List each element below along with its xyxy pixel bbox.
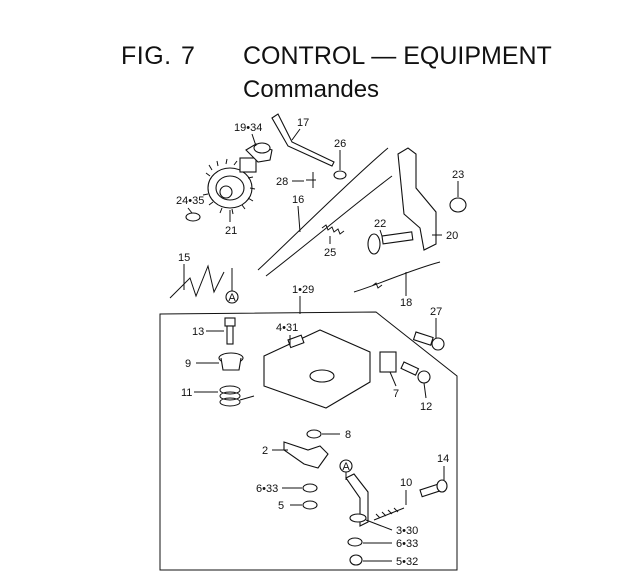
bracket-part-20: [397, 147, 437, 251]
washer-part-24: [185, 212, 201, 222]
washer-part-26: [333, 170, 347, 180]
callout-6-33-lower: 6•33: [396, 538, 418, 550]
rod-part-16: [257, 147, 393, 277]
washer-part-6: [302, 483, 318, 493]
washer-part-5: [302, 500, 318, 510]
callout-7: 7: [393, 388, 399, 400]
figure-label: FIG.: [121, 42, 172, 70]
callout-12: 12: [420, 401, 432, 413]
figure-subtitle: Commandes: [243, 76, 380, 103]
lever-part-17: [271, 113, 335, 167]
figure-number: 7: [181, 42, 195, 70]
bolt-part-27: [412, 331, 445, 351]
callout-10: 10: [400, 477, 412, 489]
callout-11: 11: [181, 387, 192, 399]
reference-marker-a-upper-text: A: [228, 292, 236, 304]
callout-23: 23: [452, 169, 464, 181]
bolt-part-22: [367, 231, 414, 255]
lever-part-2: [283, 441, 329, 469]
callout-24-35: 24•35: [176, 195, 204, 207]
washer-part-6-lower: [347, 537, 363, 547]
figure-header: FIG. 7 CONTROL — EQUIPMENT Commandes: [0, 0, 626, 110]
callout-19-34: 19•34: [234, 122, 262, 134]
callout-26: 26: [334, 138, 346, 150]
spring-part-10: [373, 507, 405, 521]
figure-title: CONTROL — EQUIPMENT: [243, 42, 552, 70]
pin-part-28: [306, 172, 316, 188]
callout-8: 8: [345, 429, 351, 441]
washer-part-8: [306, 429, 322, 439]
link-part-3: [345, 473, 369, 527]
nut-part-23: [449, 197, 467, 213]
callout-5-32: 5•32: [396, 556, 418, 568]
bolt-part-13: [224, 317, 236, 345]
leader-lines: [183, 128, 459, 562]
callout-3-30: 3•30: [396, 525, 418, 537]
callout-20: 20: [446, 230, 458, 242]
callout-18: 18: [400, 297, 412, 309]
spring-wire-part-18: [353, 261, 441, 293]
wire-part-15: [169, 264, 225, 299]
callout-4-31: 4•31: [276, 322, 298, 334]
reference-marker-a-upper: A: [225, 290, 239, 304]
callout-22: 22: [374, 218, 386, 230]
callout-5: 5: [278, 500, 284, 512]
callout-6-33-upper: 6•33: [256, 483, 278, 495]
callout-25: 25: [324, 247, 336, 259]
callout-9: 9: [185, 358, 191, 370]
callout-2: 2: [262, 445, 268, 457]
callout-17: 17: [297, 117, 309, 129]
callout-14: 14: [437, 453, 449, 465]
spring-part-11: [219, 385, 255, 407]
reference-marker-a-lower-text: A: [342, 461, 350, 473]
callout-15: 15: [178, 252, 190, 264]
assembly-outline: [159, 311, 458, 571]
callout-1-29: 1•29: [292, 284, 314, 296]
callout-21: 21: [225, 225, 237, 237]
bracket-part-19: [245, 142, 273, 163]
part-callouts: 19•34 17 26 28 24•35 21 16 23 22 20 25 1…: [176, 117, 464, 568]
nut-part-5-lower: [349, 554, 363, 566]
knob-part-9: [218, 352, 244, 371]
bolt-part-14: [419, 479, 448, 498]
plate-part-4: [263, 329, 371, 409]
callout-13: 13: [192, 326, 204, 338]
callout-16: 16: [292, 194, 304, 206]
callout-28: 28: [276, 176, 288, 188]
spring-part-25: [321, 224, 345, 235]
reference-marker-a-lower: A: [339, 459, 353, 473]
callout-27: 27: [430, 306, 442, 318]
governor-gear-part-21: [202, 157, 257, 215]
bolt-part-12: [400, 361, 431, 384]
bracket-part-7: [379, 351, 397, 373]
